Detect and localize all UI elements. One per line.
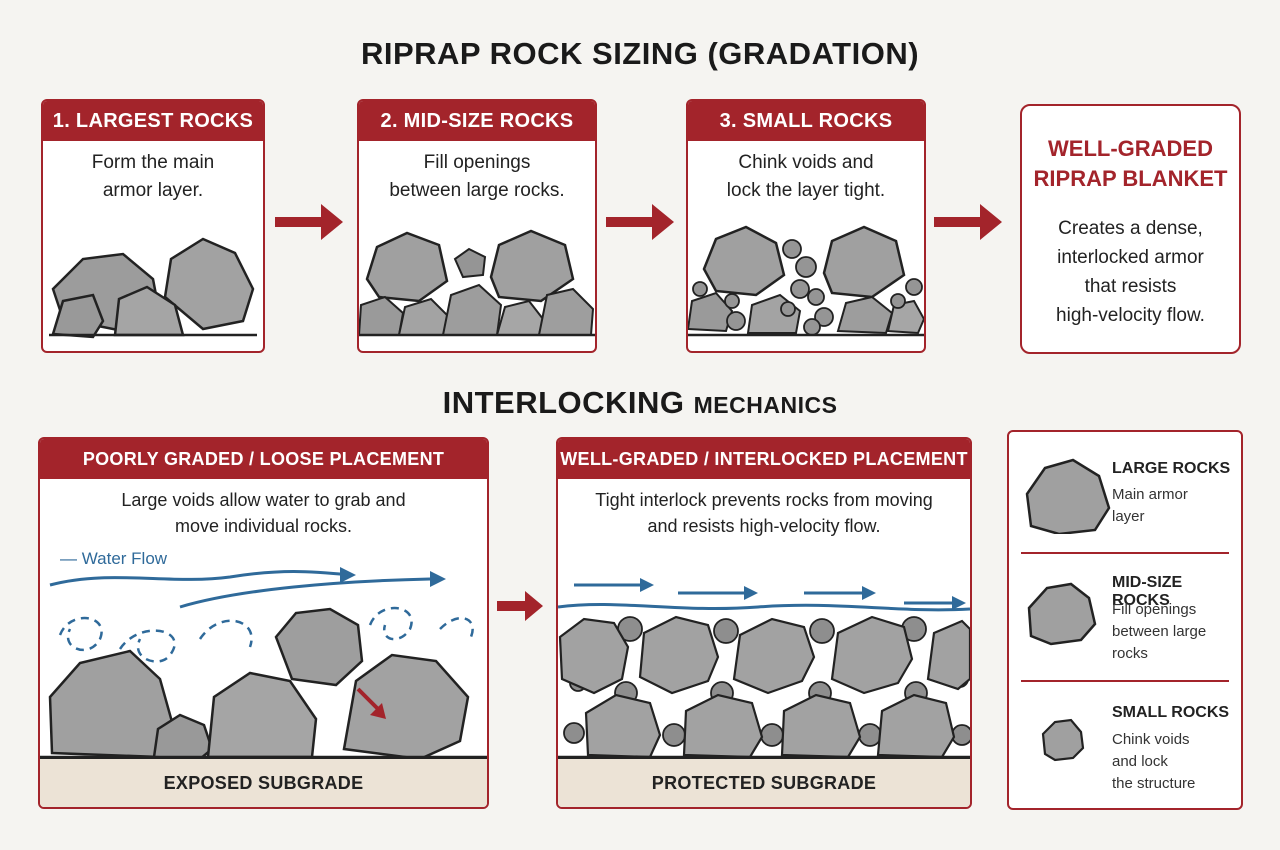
step-card-text: Form the main armor layer. (43, 149, 263, 205)
legend-item-mid: MID-SIZE ROCKS Fill openings between larg… (1009, 556, 1241, 676)
legend-item-small: SMALL ROCKS Chink voids and lock the struc… (1009, 684, 1241, 804)
step-text-line: Fill openings (423, 152, 531, 173)
water-flow-text: Water Flow (81, 549, 168, 568)
well-graded-illustration (558, 578, 970, 759)
legend-title: MID-SIZE ROCKS (1112, 574, 1183, 609)
panel-text-line: Large voids allow water to grab and (121, 490, 406, 510)
legend-title: LARGE ROCKS (1112, 460, 1231, 477)
subgrade-label: PROTECTED SUBGRADE (558, 757, 970, 807)
panel-text-line: move individual rocks. (174, 516, 353, 536)
result-title: WELL-GRADED RIPRAP BLANKET (1022, 134, 1239, 194)
panel-title: WELL-GRADED / INTERLOCKED PLACEMENT (558, 439, 970, 479)
rock-size-legend: LARGE ROCKS Main armor layer MID-SIZE ROC… (1007, 430, 1243, 810)
legend-desc-line: Chink voids (1112, 731, 1190, 748)
mechanics-title-small: MECHANICS (693, 392, 838, 418)
small-rocks-illustration (688, 225, 924, 337)
step-text-line: lock the layer tight. (726, 180, 886, 201)
result-title-line: RIPRAP BLANKET (1033, 166, 1228, 191)
result-text-line: Creates a dense, (1058, 218, 1203, 239)
legend-title: SMALL ROCKS (1112, 704, 1230, 721)
legend-divider (1021, 680, 1229, 682)
result-text: Creates a dense, interlocked armor that … (1022, 214, 1239, 330)
subgrade-label: EXPOSED SUBGRADE (40, 757, 487, 807)
step-text-line: between large rocks. (389, 180, 565, 201)
step-card-text: Fill openings between large rocks. (359, 149, 595, 205)
arrow-icon (934, 204, 1002, 240)
result-text-line: high-velocity flow. (1056, 305, 1205, 326)
step-card-text: Chink voids and lock the layer tight. (688, 149, 924, 205)
step-card-small: 3. SMALL ROCKS Chink voids and lock the l… (686, 99, 926, 353)
legend-desc: Main armor layer (1112, 484, 1188, 528)
panel-text: Tight interlock prevents rocks from movi… (558, 487, 970, 539)
panel-text-line: and resists high-velocity flow. (647, 516, 881, 536)
mechanics-title: INTERLOCKING MECHANICS (0, 385, 1280, 421)
panel-text: Large voids allow water to grab and move … (40, 487, 487, 539)
poorly-graded-illustration (40, 567, 487, 759)
legend-desc-line: the structure (1112, 775, 1196, 792)
result-text-line: that resists (1084, 276, 1177, 297)
arrow-icon (497, 591, 543, 621)
legend-desc-line: and lock (1112, 753, 1168, 770)
legend-desc: Fill openings between large rocks (1112, 599, 1206, 665)
step-text-line: Chink voids and (738, 152, 874, 173)
result-card: WELL-GRADED RIPRAP BLANKET Creates a dens… (1020, 104, 1241, 354)
legend-desc-line: Fill openings (1112, 601, 1197, 618)
result-title-line: WELL-GRADED (1048, 136, 1213, 161)
legend-desc-line: rocks (1112, 645, 1148, 662)
step-card-title: 1. LARGEST ROCKS (43, 101, 263, 141)
gradation-title: RIPRAP ROCK SIZING (GRADATION) (360, 36, 920, 71)
result-text-line: interlocked armor (1057, 247, 1204, 268)
step-card-title: 2. MID-SIZE ROCKS (359, 101, 595, 141)
legend-desc: Chink voids and lock the structure (1112, 729, 1195, 795)
legend-item-large: LARGE ROCKS Main armor layer (1009, 432, 1241, 552)
step-text-line: armor layer. (102, 180, 204, 201)
poorly-graded-panel: POORLY GRADED / LOOSE PLACEMENT Large vo… (38, 437, 489, 809)
panel-title: POORLY GRADED / LOOSE PLACEMENT (40, 439, 487, 479)
legend-desc-line: layer (1112, 508, 1145, 525)
step-text-line: Form the main (91, 152, 215, 173)
legend-divider (1021, 552, 1229, 554)
step-card-mid-size: 2. MID-SIZE ROCKS Fill openings between l… (357, 99, 597, 353)
largest-rocks-illustration (49, 237, 257, 339)
flow-dash-icon: — (60, 549, 77, 568)
small-rock-icon (1041, 718, 1085, 762)
large-rock-icon (1025, 458, 1111, 534)
water-flow-label: — Water Flow (60, 549, 167, 569)
well-graded-panel: WELL-GRADED / INTERLOCKED PLACEMENT Tigh… (556, 437, 972, 809)
arrow-icon (606, 204, 674, 240)
step-card-largest: 1. LARGEST ROCKS Form the main armor laye… (41, 99, 265, 353)
legend-desc-line: Main armor (1112, 486, 1188, 503)
arrow-icon (275, 204, 343, 240)
mechanics-title-main: INTERLOCKING (442, 385, 685, 420)
panel-text-line: Tight interlock prevents rocks from movi… (595, 490, 933, 510)
mid-rock-icon (1027, 582, 1097, 646)
mid-size-rocks-illustration (359, 229, 595, 337)
legend-desc-line: between large (1112, 623, 1207, 640)
step-card-title: 3. SMALL ROCKS (688, 101, 924, 141)
